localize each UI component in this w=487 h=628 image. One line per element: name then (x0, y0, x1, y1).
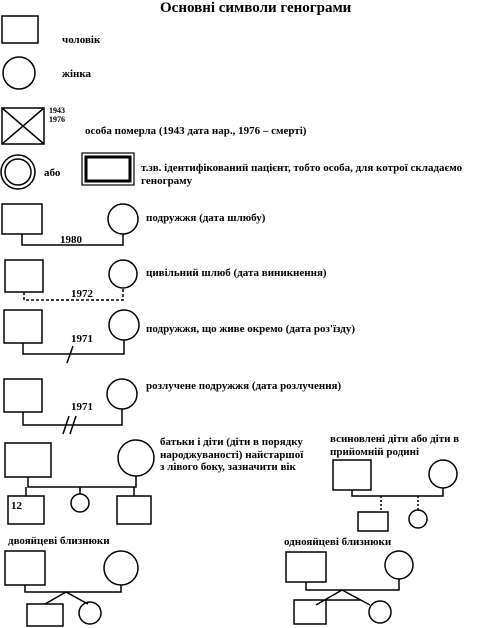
separated-couple-symbol (3, 309, 140, 364)
label-separated: подружжя, що живе окремо (дата роз'їзду) (146, 323, 356, 335)
civil-union-symbol (4, 259, 138, 301)
adopted-children-symbol (332, 459, 458, 532)
separation-year: 1971 (71, 333, 93, 345)
label-marriage: подружжя (дата шлюбу) (146, 212, 266, 224)
marriage-symbol (1, 203, 139, 246)
deceased-symbol (1, 107, 45, 145)
label-identical-twins: однояйцеві близнюки (284, 536, 392, 548)
civil-union-year: 1972 (71, 288, 93, 300)
label-identified-patient: т.зв. ідентифікований пацієнт, тобто осо… (141, 162, 463, 187)
label-divorced: розлучене подружжя (дата розлучення) (146, 380, 342, 392)
divorced-couple-symbol (3, 378, 138, 435)
male-symbol (1, 15, 39, 44)
fraternal-twins-symbol (4, 550, 139, 627)
label-civil-union: цивільний шлюб (дата виникнення) (146, 267, 327, 279)
birth-year: 1943 (49, 106, 65, 115)
label-woman: жінка (62, 68, 92, 80)
identified-patient-female-symbol (0, 154, 36, 190)
label-deceased: особа померла (1943 дата нар., 1976 – см… (85, 125, 307, 137)
parents-children-symbol (4, 439, 155, 525)
label-adopted: всиновлені діти або діти в прийомній род… (330, 433, 460, 458)
identified-patient-male-symbol (81, 152, 135, 186)
label-or: або (44, 167, 61, 179)
label-man: чоловік (62, 34, 101, 46)
identical-twins-symbol (285, 550, 414, 625)
marriage-year: 1980 (60, 234, 82, 246)
label-parents-children: батьки і діти (діти в порядку народжуван… (160, 436, 304, 474)
death-year: 1976 (49, 115, 65, 124)
child-age: 12 (11, 500, 22, 512)
label-fraternal-twins: двояйцеві близнюки (8, 535, 110, 547)
divorce-year: 1971 (71, 401, 93, 413)
female-symbol (2, 56, 36, 90)
page-title: Основні символи генограми (160, 0, 352, 16)
